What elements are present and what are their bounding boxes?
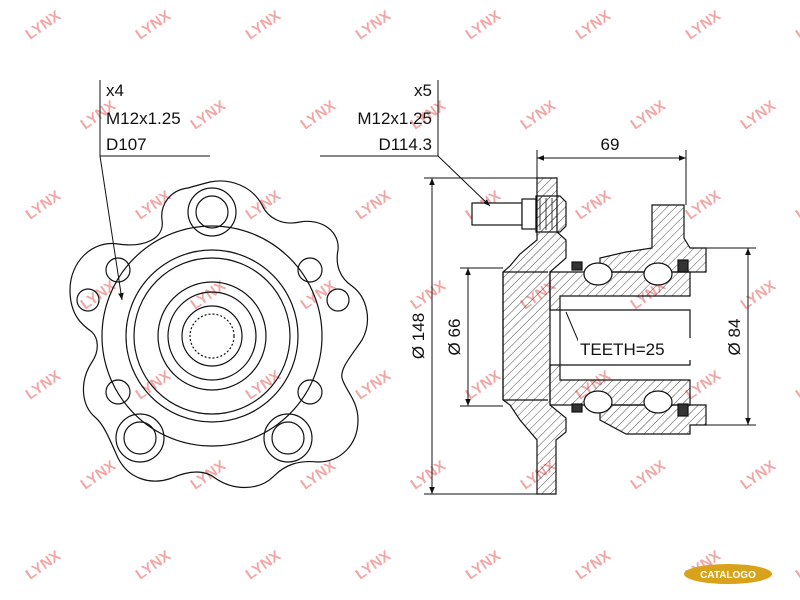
watermark-text: LYNX xyxy=(463,367,504,403)
bolt-hole xyxy=(105,257,131,283)
watermark-text: LYNX xyxy=(23,187,64,223)
watermark-text: LYNX xyxy=(463,547,504,583)
watermark-text: LYNX xyxy=(23,547,64,583)
watermark-text: LYNX xyxy=(573,7,614,43)
hub-front-view xyxy=(69,180,369,488)
right-callout: x5 M12x1.25 D114.3 xyxy=(320,80,491,207)
watermark-text: LYNX xyxy=(738,277,779,313)
bolt-hole xyxy=(123,421,157,455)
spline-outer xyxy=(181,305,243,367)
watermark-text: LYNX xyxy=(298,97,339,133)
bolt-hole xyxy=(326,288,350,312)
watermark-text: LYNX xyxy=(188,457,229,493)
watermark-text: LYNX xyxy=(23,7,64,43)
bolt-boss xyxy=(187,187,237,237)
flange-section xyxy=(502,177,567,495)
flange-dia-label: Ø 148 xyxy=(409,313,428,359)
right-pcd-label: D114.3 xyxy=(378,135,432,154)
watermark-text: LYNX xyxy=(683,187,724,223)
hub-ring-3 xyxy=(133,257,291,415)
watermark-text: LYNX xyxy=(518,97,559,133)
watermark-text: LYNX xyxy=(628,457,669,493)
dimensions xyxy=(424,150,756,495)
bolt-boss xyxy=(263,413,313,463)
pilot xyxy=(502,271,548,401)
watermark-text: LYNX xyxy=(243,7,284,43)
outer-race-top xyxy=(599,204,707,273)
watermark-text: LYNX xyxy=(298,457,339,493)
watermark-text: LYNX xyxy=(243,547,284,583)
hub-ring-4 xyxy=(157,281,267,391)
bolt-boss xyxy=(115,413,165,463)
watermark-text: LYNX xyxy=(793,367,800,403)
watermark-text: LYNX xyxy=(133,187,174,223)
watermark-text: LYNX xyxy=(353,187,394,223)
left-count-label: x4 xyxy=(106,81,124,100)
watermark-text: LYNX xyxy=(793,547,800,583)
logo-text: CATALOGO xyxy=(700,570,756,581)
seals xyxy=(571,259,689,417)
hub-outer-ring xyxy=(101,225,323,447)
watermark-text: LYNX xyxy=(353,7,394,43)
watermark-text: LYNX xyxy=(793,187,800,223)
pilot-dia-label: Ø 66 xyxy=(445,319,464,356)
bolt-hole xyxy=(271,421,305,455)
left-thread-label: M12x1.25 xyxy=(106,109,181,128)
teeth-label: TEETH=25 xyxy=(580,340,665,359)
watermark-text: LYNX xyxy=(243,367,284,403)
watermark-text: LYNX xyxy=(683,7,724,43)
hub-section-view xyxy=(471,177,707,495)
watermark-text: LYNX xyxy=(408,457,449,493)
watermark-text: LYNX xyxy=(738,97,779,133)
watermark-text: LYNX xyxy=(738,457,779,493)
watermark-text: LYNX xyxy=(133,547,174,583)
right-thread-label: M12x1.25 xyxy=(357,109,432,128)
watermark-text: LYNX xyxy=(78,457,119,493)
watermark-text: LYNX xyxy=(793,7,800,43)
width-dim-label: 69 xyxy=(601,135,620,154)
watermark-text: LYNX xyxy=(133,7,174,43)
watermark-text: LYNX xyxy=(463,7,504,43)
watermark-text: LYNX xyxy=(353,547,394,583)
bearing-dia-label: Ø 84 xyxy=(725,319,744,356)
watermark-text: LYNX xyxy=(23,367,64,403)
watermark-text: LYNX xyxy=(188,97,229,133)
bearing-balls xyxy=(583,262,673,414)
watermark-text: LYNX xyxy=(243,187,284,223)
bolt-hole xyxy=(76,288,100,312)
left-callout: x4 M12x1.25 D107 xyxy=(99,80,210,301)
bolt-hole xyxy=(195,195,229,229)
hub-ring-5 xyxy=(167,291,257,381)
watermark-text: LYNX xyxy=(573,187,614,223)
hub-ring-2 xyxy=(125,249,299,423)
bolt-holes xyxy=(76,187,350,463)
bolt-hole xyxy=(297,257,323,283)
watermark-text: LYNX xyxy=(353,367,394,403)
spline-inner xyxy=(189,313,235,359)
catalogo-logo: CATALOGO xyxy=(684,564,772,584)
watermark-text: LYNX xyxy=(628,97,669,133)
watermark-text: LYNX xyxy=(133,367,174,403)
watermark-text: LYNX xyxy=(573,547,614,583)
bolt-hole xyxy=(105,379,131,405)
bolt-hole xyxy=(297,379,323,405)
teeth-label-bg xyxy=(578,338,696,360)
watermark-text: LYNX xyxy=(408,277,449,313)
right-count-label: x5 xyxy=(414,81,432,100)
flange-outline xyxy=(69,180,369,488)
left-pcd-label: D107 xyxy=(106,135,147,154)
